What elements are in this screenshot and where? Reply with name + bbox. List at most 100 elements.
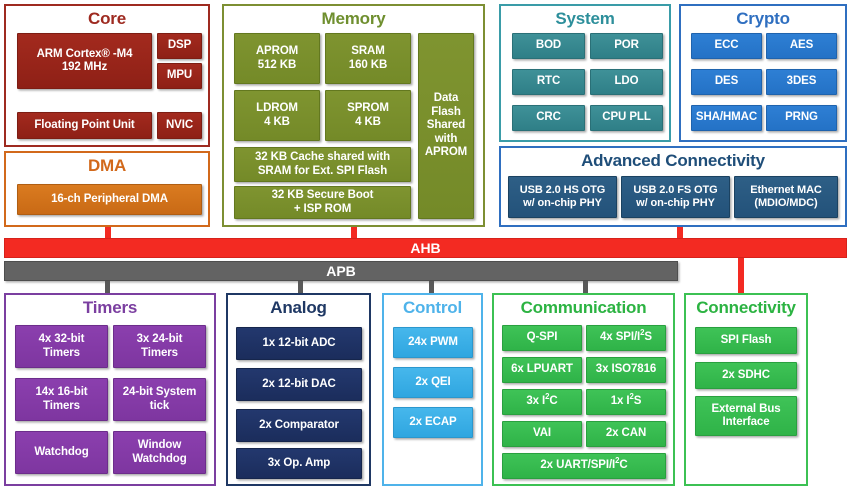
block-4x-spi-i2s[interactable]: 4x SPI/I2S — [586, 325, 666, 351]
block-dac[interactable]: 2x 12-bit DAC — [236, 368, 362, 401]
block-prng-label: PRNG — [785, 111, 818, 124]
block-data-flash-line3: Shared — [426, 119, 466, 132]
block-sram[interactable]: SRAM 160 KB — [325, 33, 411, 84]
block-16ch-peripheral-dma[interactable]: 16-ch Peripheral DMA — [17, 184, 202, 215]
block-usb-fs-otg[interactable]: USB 2.0 FS OTG w/ on-chip PHY — [621, 176, 730, 218]
block-window-watchdog[interactable]: Window Watchdog — [113, 431, 206, 474]
block-2x-can[interactable]: 2x CAN — [586, 421, 666, 447]
block-crc[interactable]: CRC — [512, 105, 585, 131]
block-bod[interactable]: BOD — [512, 33, 585, 59]
block-usb-hs-otg-line2: w/ on-chip PHY — [523, 197, 602, 209]
block-vai[interactable]: VAI — [502, 421, 582, 447]
block-vai-label: VAI — [532, 427, 552, 440]
section-analog-title: Analog — [270, 298, 327, 317]
block-nvic-label: NVIC — [165, 118, 194, 131]
block-spi-flash[interactable]: SPI Flash — [695, 327, 797, 354]
block-external-bus-interface[interactable]: External Bus Interface — [695, 396, 797, 436]
block-ecc[interactable]: ECC — [691, 33, 762, 59]
block-crc-label: CRC — [536, 111, 561, 124]
block-data-flash-line2: Flash — [431, 105, 461, 118]
block-aprom[interactable]: APROM 512 KB — [234, 33, 320, 84]
block-sha-hmac-label: SHA/HMAC — [695, 111, 758, 124]
block-6x-lpuart[interactable]: 6x LPUART — [502, 357, 582, 383]
block-sprom-line1: SPROM — [347, 102, 389, 114]
block-aprom-line1: APROM — [255, 45, 299, 57]
block-pwm-label: 24x PWM — [408, 335, 458, 348]
block-ldrom[interactable]: LDROM 4 KB — [234, 90, 320, 141]
block-nvic[interactable]: NVIC — [157, 112, 202, 139]
block-aprom-line2: 512 KB — [257, 58, 297, 71]
block-por[interactable]: POR — [590, 33, 663, 59]
block-ldrom-line1: LDROM — [256, 102, 298, 114]
block-4x-32bit-timers[interactable]: 4x 32-bit Timers — [15, 325, 108, 368]
connector-apb-to-communication — [583, 281, 588, 293]
block-spi-flash-label: SPI Flash — [720, 333, 772, 346]
block-ethernet-mac-line1: Ethernet MAC — [750, 183, 822, 196]
section-core-title: Core — [88, 9, 126, 28]
block-2x-sdhc[interactable]: 2x SDHC — [695, 362, 797, 389]
block-pwm[interactable]: 24x PWM — [393, 327, 473, 358]
block-por-label: POR — [614, 39, 639, 52]
block-ecap-label: 2x ECAP — [409, 415, 457, 428]
block-arm-cortex-m4[interactable]: ARM Cortex® -M4 192 MHz — [17, 33, 152, 89]
block-6x-lpuart-label: 6x LPUART — [511, 363, 573, 376]
connector-memory-to-ahb — [351, 227, 357, 239]
section-dma-title: DMA — [87, 156, 127, 175]
block-3x-i2c-label: 3x I2C — [526, 392, 558, 408]
block-window-watchdog-line1: Window — [137, 439, 182, 451]
block-cache-shared[interactable]: 32 KB Cache shared with SRAM for Ext. SP… — [234, 147, 411, 182]
block-ethernet-mac[interactable]: Ethernet MAC (MDIO/MDC) — [734, 176, 838, 218]
block-ecc-label: ECC — [714, 39, 739, 52]
block-arm-cortex-m4-line2: 192 MHz — [61, 61, 108, 73]
block-rtc[interactable]: RTC — [512, 69, 585, 95]
block-dac-label: 2x 12-bit DAC — [262, 377, 336, 390]
block-qspi[interactable]: Q-SPI — [502, 325, 582, 351]
block-cache-shared-line2: SRAM for Ext. SPI Flash — [257, 164, 388, 177]
block-ecap[interactable]: 2x ECAP — [393, 407, 473, 438]
block-bod-label: BOD — [535, 39, 562, 52]
connector-advanced-connectivity-to-ahb — [677, 227, 683, 239]
block-comparator[interactable]: 2x Comparator — [236, 409, 362, 442]
block-secure-boot-line1: 32 KB Secure Boot — [271, 189, 374, 201]
connector-apb-to-timers — [105, 281, 110, 293]
bus-ahb: AHB — [4, 238, 847, 258]
block-secure-boot-isp-rom[interactable]: 32 KB Secure Boot + ISP ROM — [234, 186, 411, 219]
block-usb-hs-otg-line1: USB 2.0 HS OTG — [519, 183, 606, 196]
block-aes-label: AES — [789, 39, 814, 52]
block-floating-point-unit[interactable]: Floating Point Unit — [17, 112, 152, 139]
block-sha-hmac[interactable]: SHA/HMAC — [691, 105, 762, 131]
block-3des[interactable]: 3DES — [766, 69, 837, 95]
block-2x-uart-spi-i2c[interactable]: 2x UART/SPI/I2C — [502, 453, 666, 479]
block-24bit-system-tick[interactable]: 24-bit System tick — [113, 378, 206, 421]
block-3x-iso7816[interactable]: 3x ISO7816 — [586, 357, 666, 383]
block-2x-can-label: 2x CAN — [605, 427, 647, 440]
block-1x-i2s[interactable]: 1x I2S — [586, 389, 666, 415]
block-qei[interactable]: 2x QEI — [393, 367, 473, 398]
block-rtc-label: RTC — [536, 75, 561, 88]
block-ldo[interactable]: LDO — [590, 69, 663, 95]
block-3x-24bit-timers[interactable]: 3x 24-bit Timers — [113, 325, 206, 368]
block-usb-hs-otg[interactable]: USB 2.0 HS OTG w/ on-chip PHY — [508, 176, 617, 218]
block-cpu-pll[interactable]: CPU PLL — [590, 105, 663, 131]
block-des[interactable]: DES — [691, 69, 762, 95]
block-mpu[interactable]: MPU — [157, 63, 202, 89]
block-data-flash-shared-with-aprom[interactable]: Data Flash Shared with APROM — [418, 33, 474, 219]
block-watchdog[interactable]: Watchdog — [15, 431, 108, 474]
block-sprom[interactable]: SPROM 4 KB — [325, 90, 411, 141]
block-adc[interactable]: 1x 12-bit ADC — [236, 327, 362, 360]
block-dsp-label: DSP — [167, 39, 192, 52]
block-14x-16bit-timers[interactable]: 14x 16-bit Timers — [15, 378, 108, 421]
block-3x-i2c[interactable]: 3x I2C — [502, 389, 582, 415]
block-3x-24bit-timers-line1: 3x 24-bit — [136, 333, 183, 345]
block-external-bus-interface-line1: External Bus — [711, 402, 781, 415]
section-crypto-title: Crypto — [736, 9, 790, 28]
block-data-flash-line1: Data — [433, 92, 459, 105]
block-prng[interactable]: PRNG — [766, 105, 837, 131]
block-des-label: DES — [714, 75, 739, 88]
block-dsp[interactable]: DSP — [157, 33, 202, 59]
block-sprom-line2: 4 KB — [355, 115, 381, 128]
block-op-amp[interactable]: 3x Op. Amp — [236, 448, 362, 479]
block-floating-point-unit-label: Floating Point Unit — [34, 118, 135, 131]
block-aes[interactable]: AES — [766, 33, 837, 59]
